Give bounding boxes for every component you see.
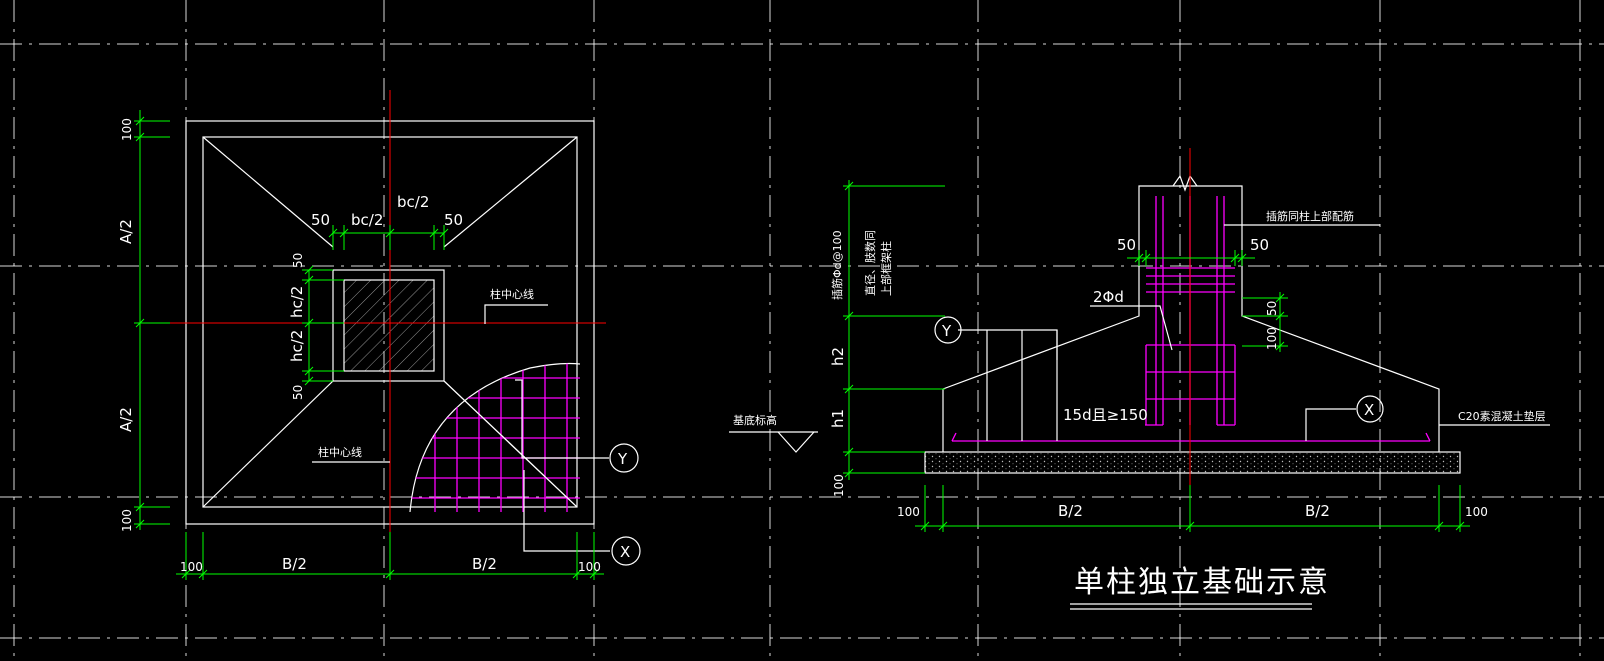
section-vertical-dimensions (843, 180, 945, 480)
plan-dim-bottom-margin: 100 (120, 509, 134, 532)
anchor-note: 15d且≥150 (1063, 406, 1148, 424)
section-horizontal-dimensions (915, 485, 1470, 532)
plan-col-50-lower: 50 (291, 385, 305, 400)
section-dim-b-half-right: B/2 (1305, 502, 1330, 520)
column-break-symbol (1172, 174, 1198, 192)
plan-column-width-dimensions (328, 225, 449, 250)
section-dim-h2: h2 (829, 347, 847, 366)
plan-col-hc-half-lower: hc/2 (288, 330, 306, 362)
centerline-label-right: 柱中心线 (490, 287, 534, 301)
plan-dim-top-margin: 100 (120, 118, 134, 141)
centerline-label-bottom: 柱中心线 (318, 445, 362, 459)
plan-col-50-right: 50 (444, 211, 463, 229)
plan-col-50-left: 50 (311, 211, 330, 229)
section-marker-y-circle (934, 316, 962, 344)
bars-2phid-label: 2Φd (1093, 288, 1124, 306)
centerline-leader-right (484, 304, 548, 324)
section-dim-50-left: 50 (1117, 236, 1136, 254)
plan-dim-left-margin: 100 (180, 560, 203, 574)
plan-column-height-dimensions (302, 265, 344, 386)
dowel-top-note: 插筋同柱上部配筋 (1266, 209, 1354, 223)
plan-vertical-dimensions (134, 110, 170, 530)
plan-col-bc-half-top: bc/2 (397, 193, 429, 211)
plan-col-50-upper: 50 (291, 253, 305, 268)
base-elevation-label: 基底标高 (733, 413, 777, 427)
marker-y-leader (958, 329, 1058, 360)
column-section (343, 279, 435, 372)
dowel-note-line3: 上部框架柱 (879, 241, 893, 296)
section-dim-h1: h1 (829, 409, 847, 428)
marker-x-leader (523, 470, 610, 552)
plan-dim-right-margin: 100 (578, 560, 601, 574)
plan-view: 柱中心线 柱中心线 Y X 100 A/2 A/2 100 (117, 90, 641, 580)
section-dim-b-half-left: B/2 (1058, 502, 1083, 520)
section-dim-100-bottom: 100 (832, 474, 846, 497)
plan-dim-a-half-top: A/2 (117, 219, 135, 244)
plan-horizontal-dimensions (176, 532, 604, 580)
dowel-note-line2: 直径、肢数同 (863, 230, 877, 296)
marker-x-leader (1305, 408, 1356, 441)
marker-y-label: Y (617, 450, 628, 468)
plan-dim-b-half-right: B/2 (472, 555, 497, 573)
plan-col-bc-half-left: bc/2 (351, 211, 383, 229)
plan-dim-a-half-bottom: A/2 (117, 407, 135, 432)
marker-y-leader (515, 379, 609, 459)
cushion-layer (924, 451, 1461, 474)
marker-y-circle (609, 443, 639, 473)
section-column-dimensions (1127, 250, 1288, 352)
section-dim-100-side: 100 (1265, 327, 1279, 350)
bars-2phid-leader (1090, 305, 1173, 351)
section-marker-x-label: X (1364, 401, 1374, 419)
column-collar (332, 269, 445, 382)
section-dim-right-margin: 100 (1465, 505, 1488, 519)
marker-x-circle (611, 536, 641, 566)
section-marker-y-label: Y (941, 322, 952, 340)
section-dim-left-margin: 100 (897, 505, 920, 519)
section-dim-50-right: 50 (1250, 236, 1269, 254)
drawing-title: 单柱独立基础示意 (1074, 565, 1330, 600)
plan-col-hc-half-upper: hc/2 (288, 286, 306, 318)
section-dim-50-side: 50 (1265, 301, 1279, 316)
rebar-mesh (410, 363, 580, 512)
section-marker-x-circle (1356, 395, 1384, 423)
marker-x-label: X (620, 543, 630, 561)
rebar-arc-boundary (409, 362, 581, 513)
cushion-note: C20素混凝土垫层 (1458, 409, 1546, 423)
section-view: Y X 插筋Φd@100 直径、肢数同 上部框架柱 插筋同柱上部配筋 2Φd 1… (729, 148, 1550, 532)
dowel-note-line1: 插筋Φd@100 (830, 230, 844, 300)
plan-dim-b-half-left: B/2 (282, 555, 307, 573)
base-elevation-triangle (777, 431, 815, 453)
